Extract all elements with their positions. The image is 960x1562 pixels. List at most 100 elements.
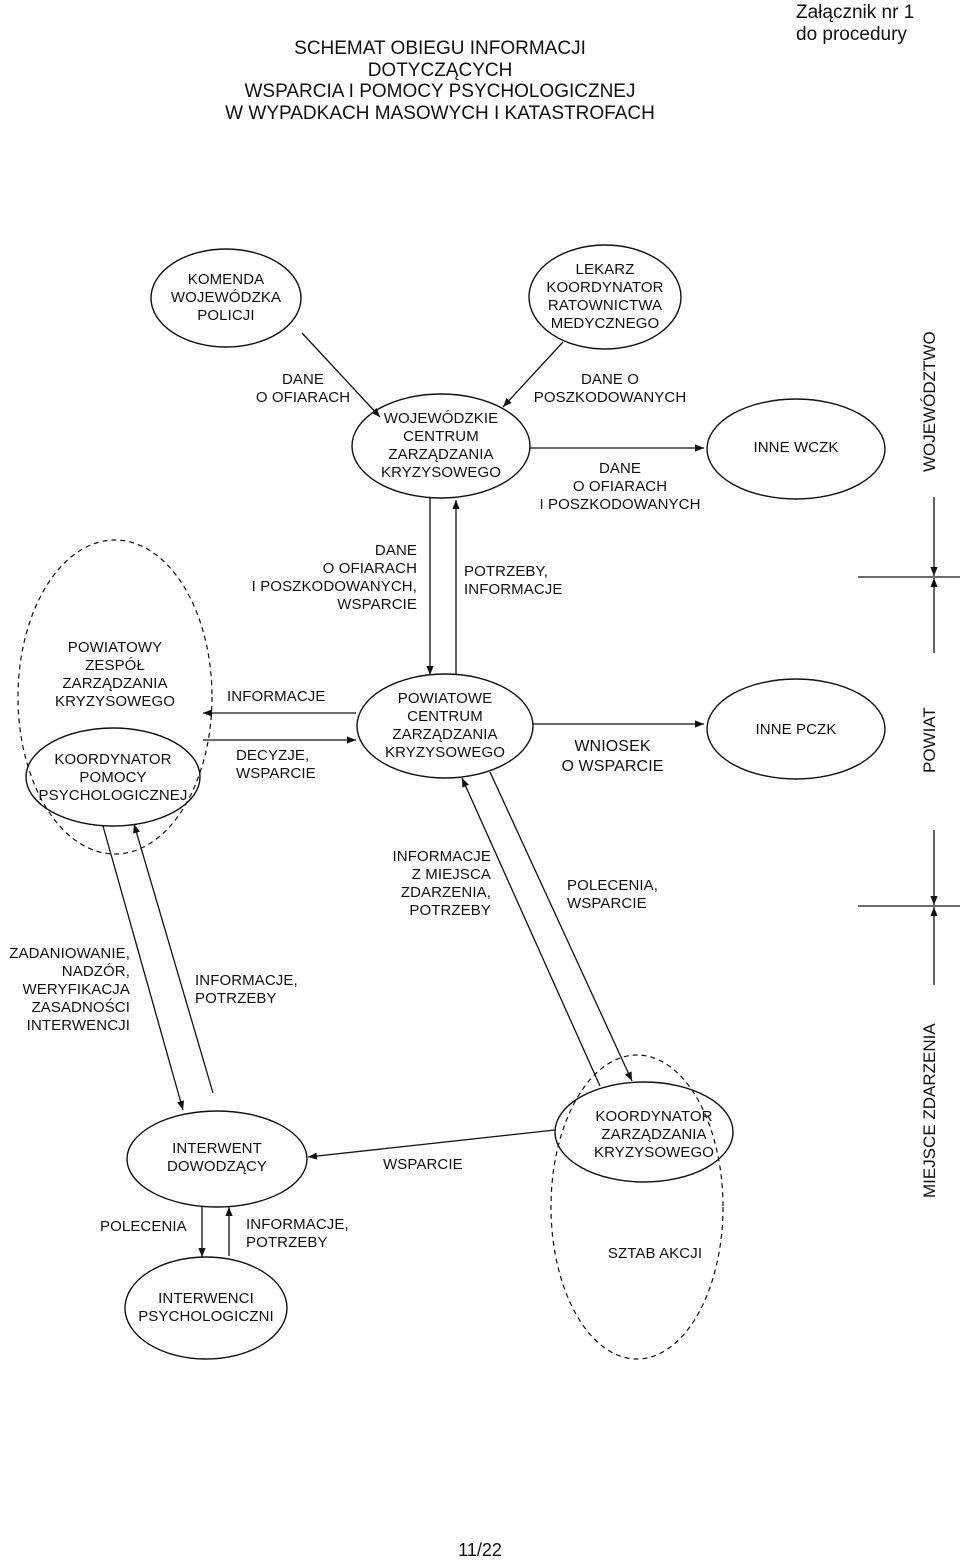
- text-line: INTERWENCJI: [26, 1017, 130, 1034]
- text-line: ZARZĄDZANIA: [392, 726, 498, 743]
- node-lekarz: [528, 244, 682, 350]
- node-inne-pczk: [706, 678, 886, 780]
- label-potrzeby-informacje: POTRZEBY,INFORMACJE: [464, 563, 563, 599]
- text-line: POWIATOWE: [397, 690, 493, 707]
- text-line: KRYZYSOWEGO: [384, 744, 505, 761]
- text-line: INFORMACJE,: [246, 1216, 349, 1233]
- label-informacje: INFORMACJE: [227, 688, 326, 706]
- label-wsparcie: WSPARCIE: [383, 1156, 463, 1174]
- text-line: RATOWNICTWA: [547, 297, 663, 314]
- text-line: PSYCHOLOGICZNI: [138, 1308, 274, 1325]
- label-polecenia: POLECENIA: [100, 1218, 187, 1236]
- text-line: KRYZYSOWEGO: [380, 464, 501, 481]
- arrow-komenda-wczk: [301, 332, 381, 418]
- text-line: INFORMACJE: [464, 581, 563, 598]
- text-line: NADZÓR,: [61, 963, 130, 980]
- text-line: POSZKODOWANYCH: [533, 389, 687, 406]
- text-line: POWIATOWY: [67, 639, 163, 656]
- text-line: ZADANIOWANIE,: [9, 945, 130, 962]
- text-line: DANE: [374, 542, 417, 559]
- text-line: O OFIARACH: [322, 560, 417, 577]
- text-line: INTERWENT: [172, 1140, 262, 1157]
- title-line: DOTYCZĄCYCH: [367, 59, 513, 81]
- node-inne-wczk-text: INNE WCZK: [707, 439, 885, 457]
- level-miejsce-zdarzenia: MIEJSCE ZDARZENIA: [920, 1023, 939, 1198]
- label-polecenia-wsparcie: POLECENIA,WSPARCIE: [567, 877, 658, 913]
- node-inne-wczk: [706, 398, 886, 500]
- text-line: DOWODZĄCY: [166, 1158, 268, 1175]
- node-inne-pczk-text: INNE PCZK: [707, 721, 885, 739]
- text-line: Z MIEJSCA: [411, 866, 491, 883]
- text-line: KOORDYNATOR: [595, 1108, 713, 1125]
- arrow-interwent-koordpsych: [133, 823, 214, 1094]
- text-line: CENTRUM: [407, 708, 483, 725]
- text-line: INNE WCZK: [753, 439, 839, 456]
- title-line: SCHEMAT OBIEGU INFORMACJI: [294, 38, 586, 59]
- text-line: INFORMACJE: [392, 848, 491, 865]
- text-line: WOJEWÓDZKIE: [383, 410, 499, 427]
- group-pzzk: [17, 539, 213, 855]
- group-sztab: [550, 1054, 724, 1360]
- diagram-title: SCHEMAT OBIEGU INFORMACJI DOTYCZĄCYCH WS…: [180, 38, 700, 124]
- text-line: POTRZEBY: [195, 990, 277, 1007]
- text-line: INTERWENCI: [158, 1290, 254, 1307]
- label-informacje-potrzeby: INFORMACJE,POTRZEBY: [195, 972, 298, 1008]
- text-line: O WSPARCIE: [561, 758, 664, 775]
- arrow-koordzk-interwent: [307, 1129, 556, 1160]
- annex-note: Załącznik nr 1 do procedury: [796, 2, 914, 45]
- text-line: POTRZEBY: [246, 1234, 328, 1251]
- text-line: I POSZKODOWANYCH: [539, 496, 701, 513]
- text-line: WERYFIKACJA: [22, 981, 130, 998]
- text-line: I POSZKODOWANYCH,: [251, 578, 417, 595]
- text-line: INFORMACJE: [227, 688, 326, 705]
- label-informacje-potrzeby-2: INFORMACJE,POTRZEBY: [246, 1216, 349, 1252]
- arrow-lekarz-wczk: [502, 341, 564, 408]
- text-line: POTRZEBY: [409, 902, 491, 919]
- text-line: ZARZĄDZANIA: [601, 1126, 707, 1143]
- page-number: 11/22: [458, 1540, 502, 1560]
- text-line: WSPARCIE: [567, 895, 647, 912]
- text-line: O OFIARACH: [255, 389, 351, 406]
- text-line: ZESPÓŁ: [85, 657, 145, 674]
- text-line: INNE PCZK: [755, 721, 837, 738]
- text-line: ZARZĄDZANIA: [388, 446, 494, 463]
- text-line: KOORDYNATOR: [546, 279, 664, 296]
- text-line: DECYZJE,: [236, 747, 310, 764]
- text-line: DANE: [281, 371, 325, 388]
- text-line: CENTRUM: [403, 428, 479, 445]
- text-line: KRYZYSOWEGO: [54, 693, 175, 710]
- annex-line: Załącznik nr 1: [796, 2, 915, 23]
- title-line: WSPARCIA I POMOCY PSYCHOLOGICZNEJ: [244, 81, 636, 102]
- node-interwent: [126, 1110, 308, 1208]
- text-line: DANE O: [580, 371, 640, 388]
- node-koord-psych: [25, 727, 201, 827]
- arrow-pczk-koordzk: [489, 771, 633, 1082]
- text-line: PSYCHOLOGICZNEJ: [38, 787, 188, 804]
- node-koord-zk: [554, 1081, 734, 1183]
- node-pczk: [356, 673, 534, 779]
- label-wniosek: WNIOSEK O WSPARCIE: [545, 737, 680, 777]
- text-line: KOMENDA: [187, 271, 265, 288]
- text-line: KRYZYSOWEGO: [593, 1144, 714, 1161]
- text-line: KOORDYNATOR: [54, 751, 172, 768]
- text-line: ZASADNOŚCI: [31, 999, 130, 1016]
- node-sztab-text: SZTAB AKCJI: [560, 1245, 750, 1263]
- text-line: POLECENIA: [100, 1218, 187, 1235]
- text-line: POMOCY: [79, 769, 147, 786]
- text-line: WNIOSEK: [574, 738, 651, 755]
- title-line: W WYPADKACH MASOWYCH I KATASTROFACH: [225, 102, 655, 124]
